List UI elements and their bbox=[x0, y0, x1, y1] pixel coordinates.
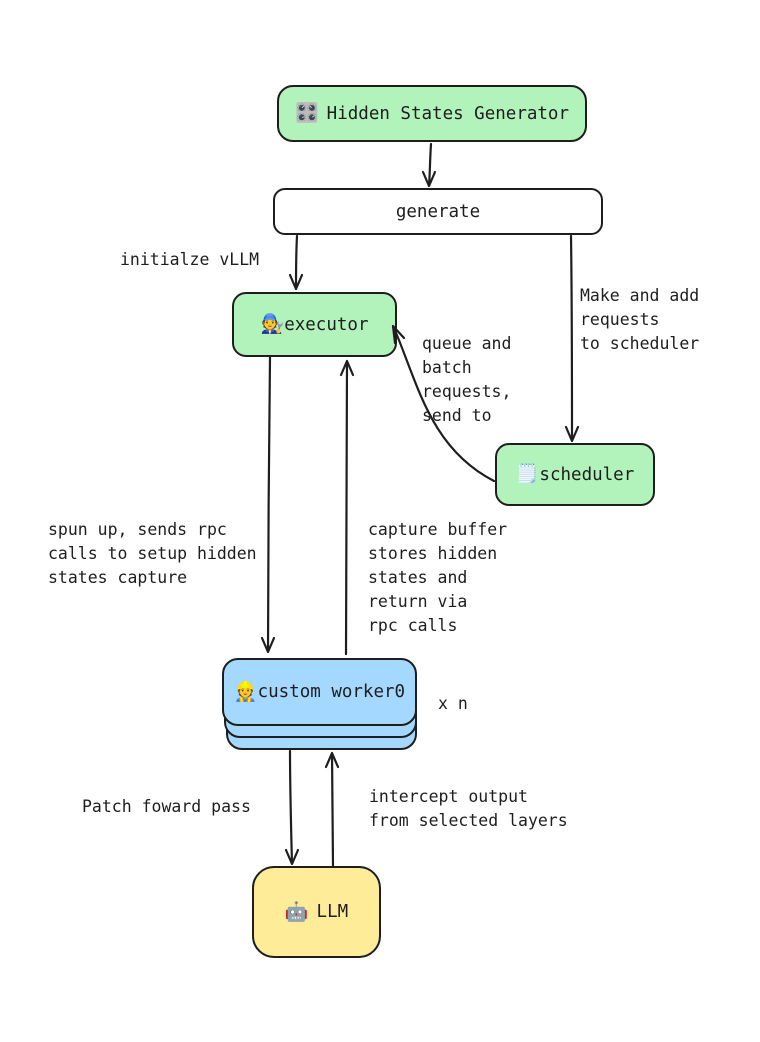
annotation-worker-multiplier: x n bbox=[438, 694, 468, 713]
node-generate-label: generate bbox=[395, 201, 481, 222]
arrow-executor-to-worker bbox=[260, 355, 276, 654]
construction-worker-icon: 👷 bbox=[233, 680, 258, 703]
node-scheduler: 🗒️ scheduler bbox=[495, 443, 655, 506]
node-executor: 🧑‍🔧 executor bbox=[232, 292, 397, 357]
annotation-patch-forward-pass: Patch foward pass bbox=[82, 797, 251, 816]
node-custom-worker-label: custom worker0 bbox=[257, 682, 406, 702]
node-llm: 🤖 LLM bbox=[252, 866, 381, 958]
node-executor-label: executor bbox=[284, 314, 369, 335]
arrow-generate-to-executor bbox=[288, 234, 304, 291]
node-hidden-states-generator-label: Hidden States Generator bbox=[326, 103, 569, 124]
robot-icon: 🤖 bbox=[284, 900, 309, 923]
node-llm-label: LLM bbox=[316, 902, 349, 922]
annotation-make-and-add-requests: Make and add requests to scheduler bbox=[580, 286, 700, 353]
arrow-generate-to-scheduler bbox=[564, 234, 580, 443]
mechanic-icon: 🧑‍🔧 bbox=[260, 313, 285, 335]
notepad-icon: 🗒️ bbox=[515, 463, 540, 485]
arrow-worker-to-llm bbox=[284, 749, 300, 866]
annotation-initialize-vllm: initialze vLLM bbox=[120, 250, 260, 269]
arrow-llm-to-worker bbox=[324, 751, 340, 868]
control-knobs-icon: 🎛️ bbox=[295, 102, 319, 124]
node-scheduler-label: scheduler bbox=[539, 464, 635, 485]
annotation-capture-buffer: capture buffer stores hidden states and … bbox=[368, 520, 508, 635]
node-generate: generate bbox=[273, 188, 603, 235]
node-hidden-states-generator: 🎛️ Hidden States Generator bbox=[277, 85, 587, 142]
arrow-generator-to-generate bbox=[421, 142, 437, 188]
arrow-worker-to-executor bbox=[339, 359, 355, 656]
node-custom-worker: 👷 custom worker0 bbox=[222, 658, 417, 726]
annotation-queue-and-batch: queue and batch requests, send to bbox=[422, 334, 512, 425]
annotation-intercept-output: intercept output from selected layers bbox=[369, 787, 568, 830]
annotation-spun-up-rpc: spun up, sends rpc calls to setup hidden… bbox=[48, 520, 257, 587]
